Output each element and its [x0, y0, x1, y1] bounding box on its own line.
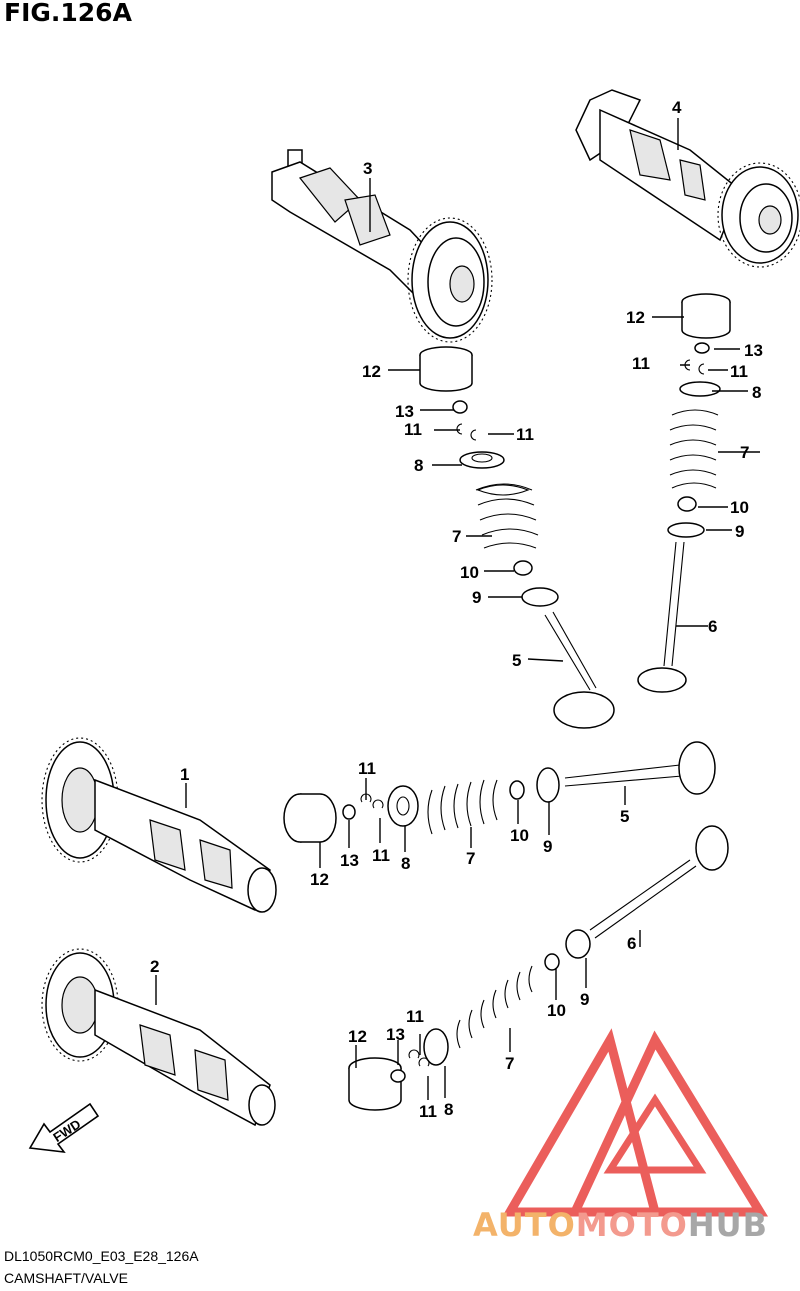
callout-13-lower: 13 — [386, 1025, 405, 1044]
callout-7-middle: 7 — [466, 849, 475, 868]
callout-1: 1 — [180, 765, 189, 784]
watermark-text-moto: MOTO — [575, 1206, 688, 1244]
callout-10-upper-right: 10 — [730, 498, 749, 517]
callout-3: 3 — [363, 159, 372, 178]
callout-12-upper-right: 12 — [626, 308, 645, 327]
callout-2: 2 — [150, 957, 159, 976]
callout-8-middle: 8 — [401, 854, 410, 873]
callout-5-upper: 5 — [512, 651, 521, 670]
callout-12-lower: 12 — [348, 1027, 367, 1046]
callout-8-upper-left: 8 — [414, 456, 423, 475]
callout-12-middle: 12 — [310, 870, 329, 889]
section-name: CAMSHAFT/VALVE — [4, 1270, 128, 1286]
camshaft-1 — [41, 737, 277, 913]
callout-numbers: 3 4 12 13 11 11 8 7 10 9 6 12 13 11 11 8… — [150, 98, 763, 1121]
model-code: DL1050RCM0_E03_E28_126A — [4, 1248, 199, 1264]
callout-13-middle: 13 — [340, 851, 359, 870]
watermark-text-auto: AUTO — [473, 1206, 576, 1244]
callout-7-lower: 7 — [505, 1054, 514, 1073]
callout-10-lower: 10 — [547, 1001, 566, 1020]
callout-6-lower: 6 — [627, 934, 636, 953]
leader-lines — [155, 118, 760, 1100]
callout-8-lower: 8 — [444, 1100, 453, 1119]
watermark-logo — [502, 1028, 769, 1217]
valve-assembly-upper-left — [419, 346, 615, 729]
callout-9-lower: 9 — [580, 990, 589, 1009]
callout-13-upper-left: 13 — [395, 402, 414, 421]
fwd-arrow-icon: FWD — [28, 1102, 100, 1154]
watermark-text-hub: HUB — [687, 1206, 769, 1244]
callout-11-lower-a: 11 — [406, 1007, 424, 1026]
callout-10-middle: 10 — [510, 826, 529, 845]
callout-11-middle-a: 11 — [358, 759, 376, 778]
callout-4: 4 — [672, 98, 682, 117]
callout-9-upper-left: 9 — [472, 588, 481, 607]
callout-8-upper-right: 8 — [752, 383, 761, 402]
callout-11-middle-b: 11 — [372, 846, 390, 865]
callout-7-upper-right: 7 — [740, 443, 749, 462]
camshaft-2 — [41, 948, 276, 1127]
camshaft-3 — [271, 149, 493, 343]
callout-7-upper-left: 7 — [452, 527, 461, 546]
camshaft-4 — [575, 89, 800, 268]
valve-assembly-middle — [283, 741, 716, 843]
callout-11-upper-left-b: 11 — [516, 425, 534, 444]
callout-13-upper-right: 13 — [744, 341, 763, 360]
callout-9-upper-right: 9 — [735, 522, 744, 541]
callout-12-upper-left: 12 — [362, 362, 381, 381]
callout-11-upper-right-a: 11 — [632, 354, 650, 373]
valve-assembly-lower — [348, 825, 729, 1111]
callout-6-upper: 6 — [708, 617, 717, 636]
valve-assembly-upper-right — [637, 293, 731, 693]
watermark-text: AUTOMOTOHUB — [473, 1206, 768, 1244]
callout-10-upper-left: 10 — [460, 563, 479, 582]
callout-5-middle: 5 — [620, 807, 629, 826]
callout-11-lower-b: 11 — [419, 1102, 437, 1121]
figure-title: FIG.126A — [4, 0, 132, 27]
callout-9-middle: 9 — [543, 837, 552, 856]
callout-11-upper-right-b: 11 — [730, 362, 748, 381]
callout-11-upper-left-a: 11 — [404, 420, 422, 439]
